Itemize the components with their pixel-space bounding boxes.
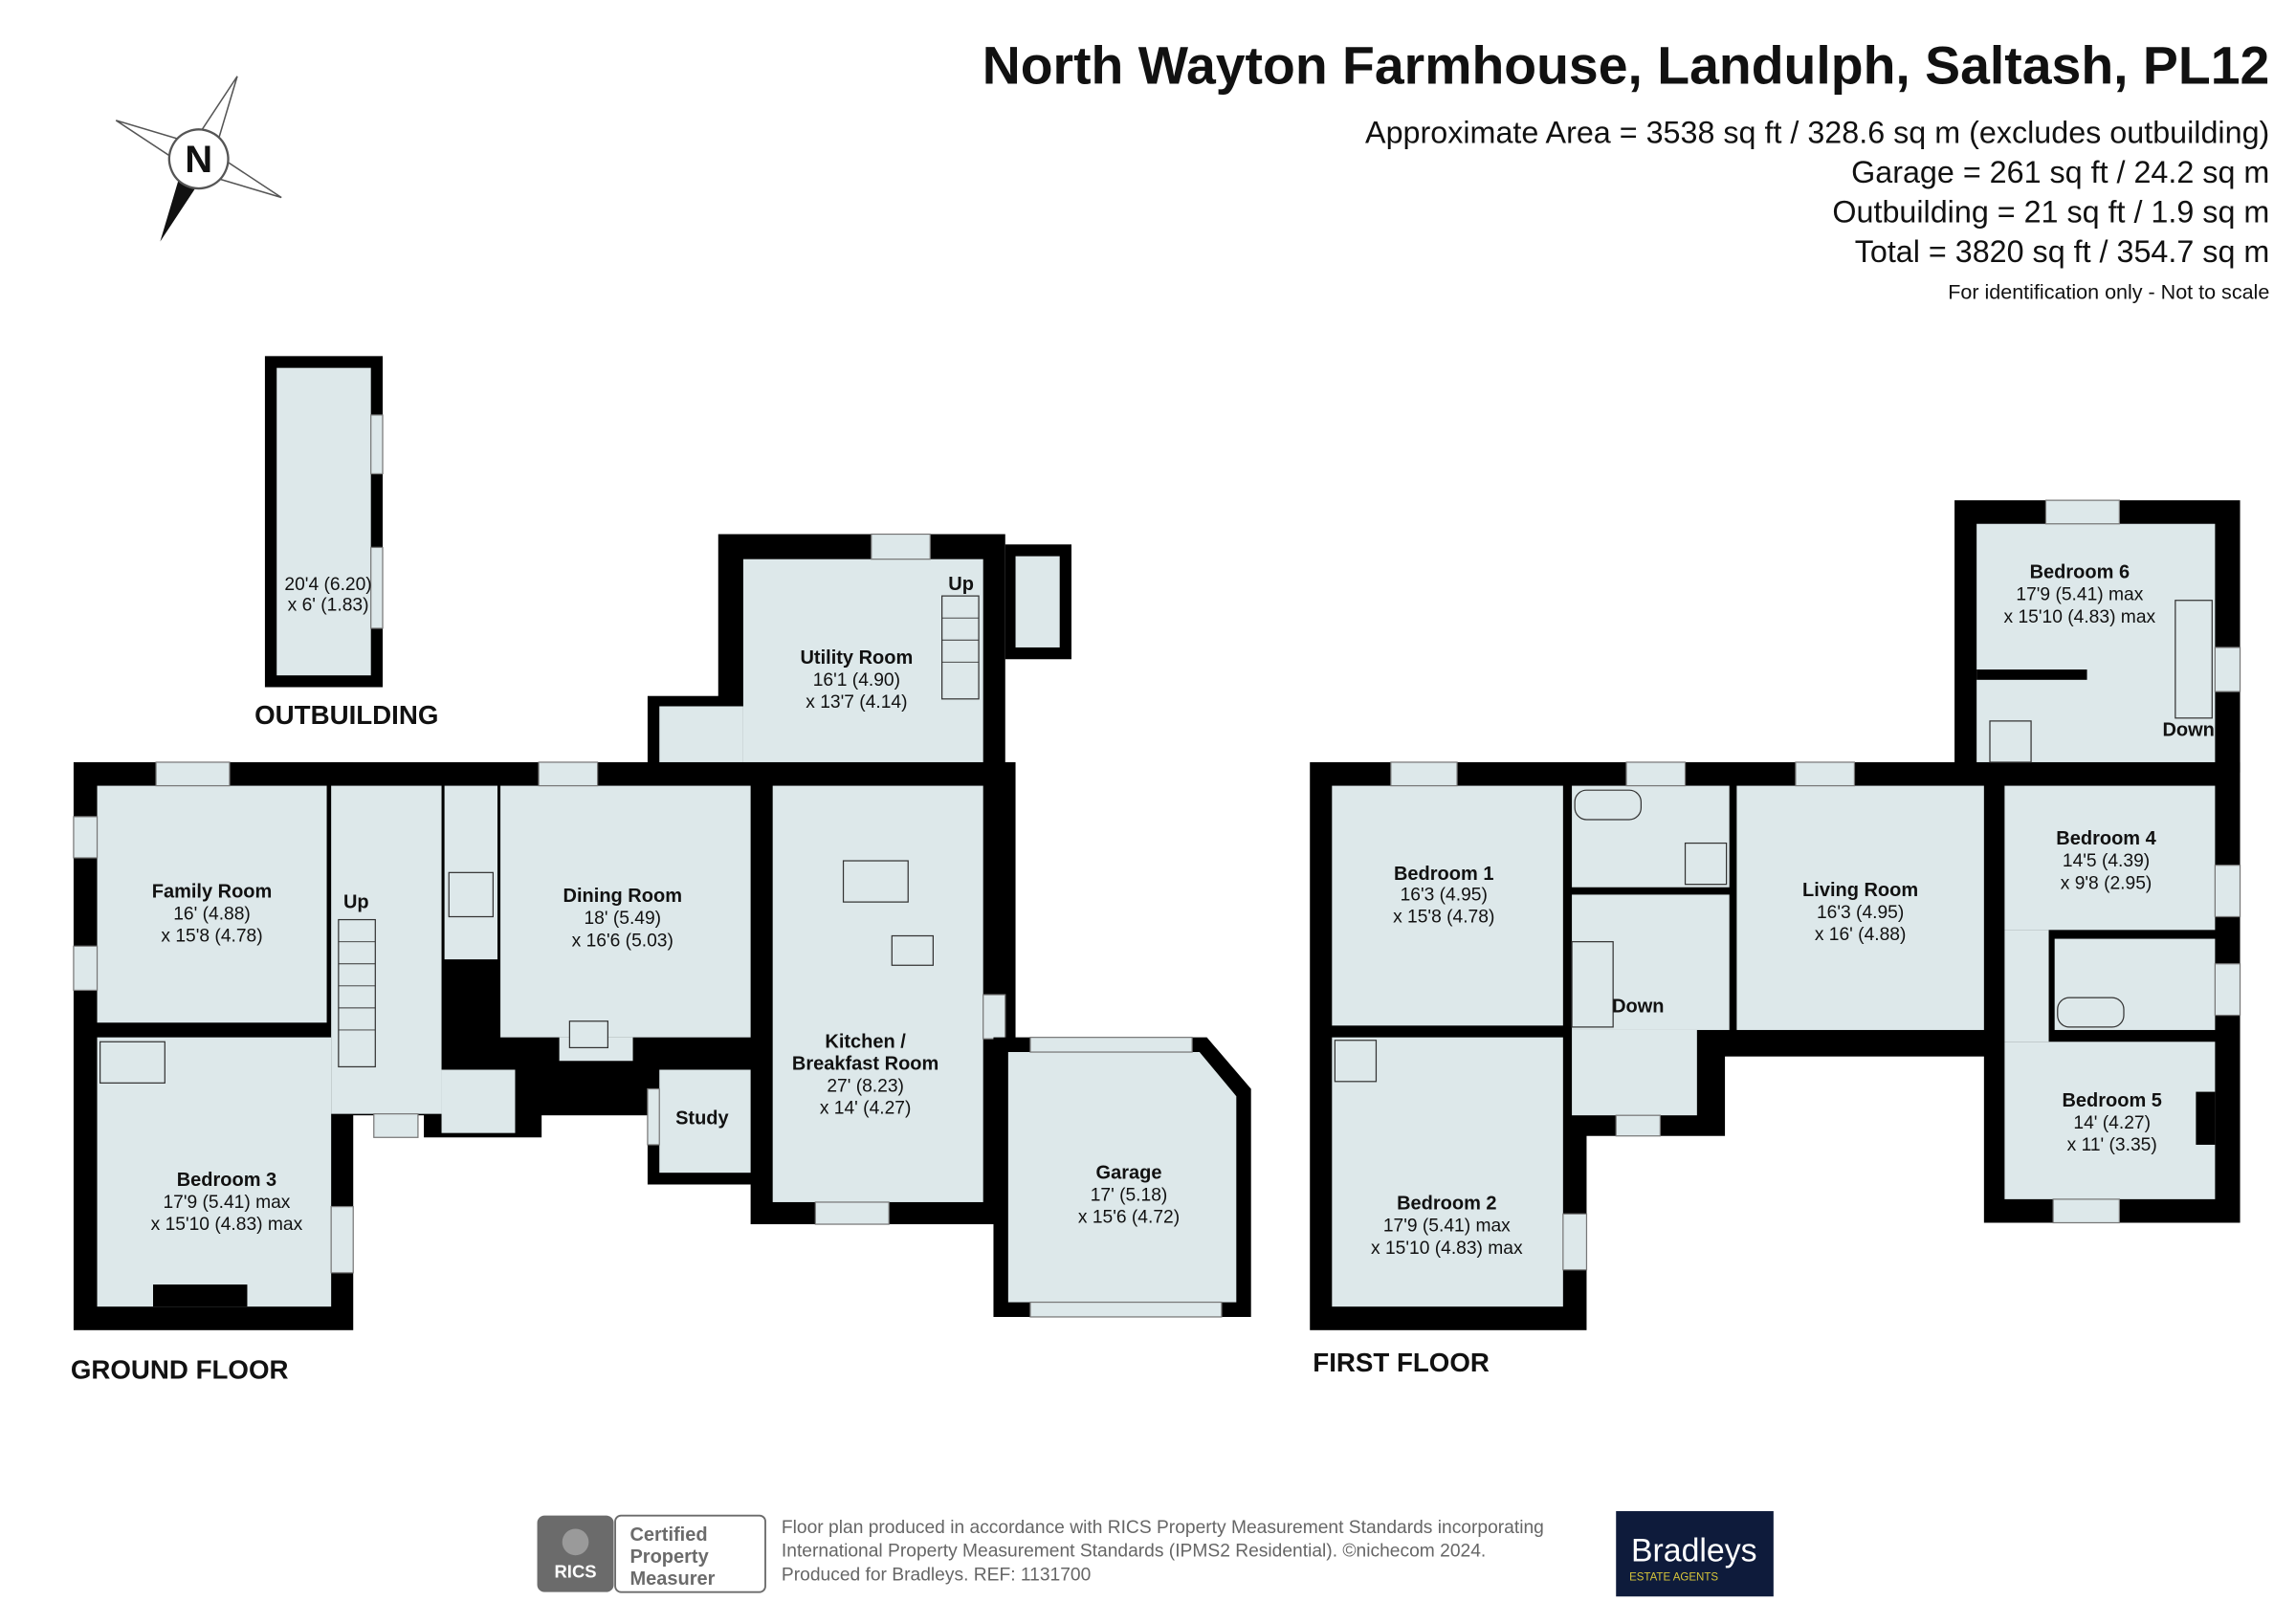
room-name: Study (675, 1108, 729, 1129)
room-dims: x 15'10 (4.83) max (151, 1215, 303, 1235)
shower-icon (1334, 1040, 1378, 1083)
room-dims: x 11' (3.35) (2067, 1135, 2157, 1155)
stairs-up-label: Up (343, 891, 369, 912)
family-room (97, 785, 327, 1023)
bedroom-1 (1332, 785, 1563, 1026)
certified-text: Measurer (629, 1568, 715, 1590)
room-name: Bedroom 5 (2062, 1090, 2161, 1111)
rics-certified-logo: RICS Certified Property Measurer (537, 1514, 766, 1593)
living-room (1736, 785, 1984, 1030)
stairs-up-label: Up (948, 574, 974, 595)
wc (1015, 556, 1060, 647)
room-dims: x 13'7 (4.14) (806, 692, 907, 713)
property-title: North Wayton Farmhouse, Landulph, Saltas… (982, 36, 2270, 96)
hob-icon (891, 934, 935, 966)
outbuilding-label: OUTBUILDING (254, 700, 438, 730)
bath-icon (2057, 997, 2125, 1028)
room-name: Breakfast Room (792, 1053, 938, 1074)
bradleys-logo: Bradleys ESTATE AGENTS (1616, 1511, 1774, 1597)
room-dims: 17' (5.18) (1091, 1185, 1168, 1205)
certified-text: Property (629, 1546, 709, 1568)
room-dims: 17'9 (5.41) max (2016, 585, 2143, 605)
room-dims: x 15'6 (4.72) (1078, 1208, 1180, 1228)
room-dims: 16'3 (4.95) (1401, 886, 1488, 906)
room-dims: 18' (5.49) (584, 909, 661, 929)
total-area: Total = 3820 sq ft / 354.7 sq m (1855, 234, 2270, 269)
bedroom-4 (2004, 785, 2216, 931)
footer-line: International Property Measurement Stand… (782, 1542, 1486, 1562)
room-dims: x 15'10 (4.83) max (1371, 1239, 1523, 1259)
room-dims: x 15'8 (4.78) (1393, 908, 1494, 928)
bedroom-2 (1332, 1037, 1563, 1307)
bedroom-5 (2004, 1042, 2216, 1199)
room-dims: 16'3 (4.95) (1817, 903, 1904, 923)
room-name: Bedroom 3 (177, 1170, 276, 1191)
first-stairs (1571, 941, 1614, 1028)
bath-icon (1574, 789, 1643, 821)
kitchen (772, 785, 983, 1202)
ground-stairs (338, 595, 980, 1068)
room-name: Bedroom 4 (2056, 828, 2156, 849)
room-dims: x 9'8 (2.95) (2061, 873, 2152, 893)
shower-icon (1989, 720, 2032, 763)
disclaimer: For identification only - Not to scale (1948, 280, 2269, 303)
room-name: Bedroom 6 (2030, 562, 2130, 583)
footer-line: Produced for Bradleys. REF: 1131700 (782, 1565, 1091, 1585)
outbuilding-area: Outbuilding = 21 sq ft / 1.9 sq m (1832, 194, 2269, 229)
room-dims: x 14' (4.27) (820, 1099, 912, 1119)
room-dims: x 15'10 (4.83) max (2004, 607, 2156, 627)
room-dims: 16'1 (4.90) (813, 670, 900, 691)
room-name: Living Room (1802, 880, 1918, 901)
room-name: Utility Room (800, 647, 913, 669)
outbuilding-dims: 20'4 (6.20) (284, 575, 371, 595)
certified-text: Certified (629, 1524, 707, 1546)
kitchen-island (842, 860, 909, 903)
dining-room (500, 785, 751, 1038)
shower-icon (448, 871, 494, 918)
room-name: Bedroom 2 (1397, 1194, 1496, 1215)
first-floor-label: FIRST FLOOR (1313, 1348, 1490, 1377)
agent-name: Bradleys (1631, 1532, 1757, 1568)
north-compass-icon: N (115, 76, 282, 242)
study (659, 1069, 751, 1173)
room-dims: 16' (4.88) (173, 905, 251, 925)
room-dims: x 16'6 (5.03) (572, 931, 673, 951)
room-dims: 14' (4.27) (2073, 1113, 2151, 1133)
first-floor-plan: Bedroom 1 16'3 (4.95) x 15'8 (4.78) Down… (1310, 499, 2241, 1377)
room-dims: x 16' (4.88) (1815, 925, 1907, 945)
room-dims: 27' (8.23) (827, 1077, 904, 1097)
shower-icon (99, 1041, 166, 1084)
ground-floor-plan: 20'4 (6.20) x 6' (1.83) OUTBUILDING Fami… (71, 356, 1251, 1385)
stairs-down-label: Down (2162, 719, 2214, 740)
room-dims: 17'9 (5.41) max (1383, 1217, 1511, 1237)
room-name: Dining Room (563, 886, 682, 907)
shower-icon (1684, 842, 1728, 886)
garage-area: Garage = 261 sq ft / 24.2 sq m (1851, 155, 2269, 189)
room-dims: 17'9 (5.41) max (163, 1193, 290, 1213)
room-dims: x 15'8 (4.78) (161, 927, 262, 947)
bedroom6-stairs (2175, 600, 2213, 719)
room-name: Bedroom 1 (1394, 864, 1493, 885)
room-name: Family Room (152, 882, 273, 903)
ground-floor-label: GROUND FLOOR (71, 1355, 289, 1385)
approximate-area: Approximate Area = 3538 sq ft / 328.6 sq… (1365, 115, 2269, 149)
room-name: Garage (1096, 1162, 1162, 1183)
compass-label: N (185, 139, 212, 181)
rics-text: RICS (554, 1561, 596, 1581)
room-dims: 14'5 (4.39) (2063, 851, 2150, 871)
room-name: Kitchen / (825, 1031, 906, 1052)
porch (441, 1069, 516, 1133)
agent-tagline: ESTATE AGENTS (1629, 1571, 1718, 1583)
stairs-down-label: Down (1612, 996, 1664, 1017)
outbuilding-dims: x 6' (1.83) (288, 596, 369, 616)
footer-line: Floor plan produced in accordance with R… (782, 1518, 1544, 1538)
garage (1007, 1052, 1237, 1303)
